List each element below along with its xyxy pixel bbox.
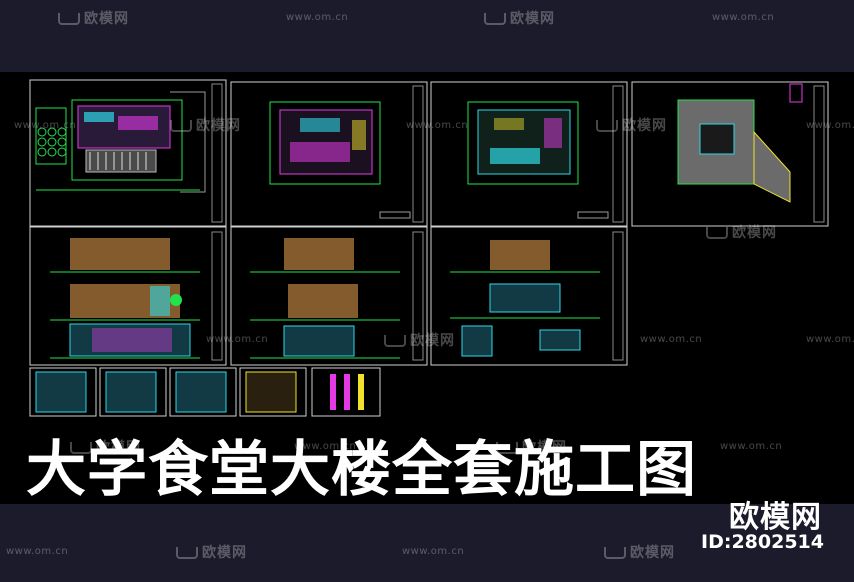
sheet-detail-4 [239, 367, 307, 417]
watermark-logo: 欧模网 [484, 8, 555, 28]
watermark-url: www.om.cn [402, 546, 465, 557]
sheet-elevations-1 [29, 226, 227, 366]
watermark-logo: 欧模网 [596, 115, 667, 135]
roof-plan-drawing [677, 83, 803, 203]
watermark-logo: 欧模网 [176, 542, 247, 562]
brand-logo-text: 欧模网 [729, 500, 822, 535]
watermark-logo: 欧模网 [496, 437, 567, 457]
floor-plan-2-drawing [467, 101, 609, 219]
sheet-detail-2 [99, 367, 167, 417]
floor-plan-1-drawing [269, 101, 411, 219]
sheet-detail-1 [29, 367, 97, 417]
watermark-logo: 欧模网 [170, 115, 241, 135]
sheet-site-plan [29, 79, 227, 227]
sections-drawing [450, 240, 600, 357]
site-plan-drawing [35, 91, 206, 193]
sheet-detail-3 [169, 367, 237, 417]
elevations-2-drawing [250, 238, 400, 359]
cad-sheets-svg [29, 79, 829, 417]
watermark-url: www.om.cn [640, 334, 703, 345]
watermark-url: www.om.cn [206, 334, 269, 345]
detail-sheets-drawing [35, 371, 364, 413]
watermark-logo: 欧模网 [604, 542, 675, 562]
watermark-logo: 欧模网 [70, 437, 141, 457]
watermark-logo: 欧模网 [384, 330, 455, 350]
watermark-logo: 欧模网 [58, 8, 129, 28]
watermark-url: www.om.cn [720, 441, 783, 452]
elevations-1-drawing [50, 238, 200, 359]
watermark-url: www.om.cn [806, 334, 854, 345]
watermark-logo: 欧模网 [706, 222, 777, 242]
sheet-elevations-2 [230, 226, 428, 366]
sheet-roof-plan [631, 81, 829, 227]
watermark-url: www.om.cn [6, 546, 69, 557]
cad-drawing-collage [0, 72, 854, 504]
watermark-url: www.om.cn [406, 120, 469, 131]
watermark-url: www.om.cn [712, 12, 775, 23]
watermark-url: www.om.cn [294, 441, 357, 452]
headline-title: 大学食堂大楼全套施工图 [26, 435, 697, 505]
sheet-floor-plan-2 [430, 81, 628, 227]
watermark-url: www.om.cn [286, 12, 349, 23]
watermark-url: www.om.cn [806, 120, 854, 131]
asset-id: ID:2802514 [701, 531, 824, 553]
sheet-floor-plan-1 [230, 81, 428, 227]
watermark-url: www.om.cn [14, 120, 77, 131]
sheet-detail-5 [311, 367, 381, 417]
sheet-sections [430, 226, 628, 366]
